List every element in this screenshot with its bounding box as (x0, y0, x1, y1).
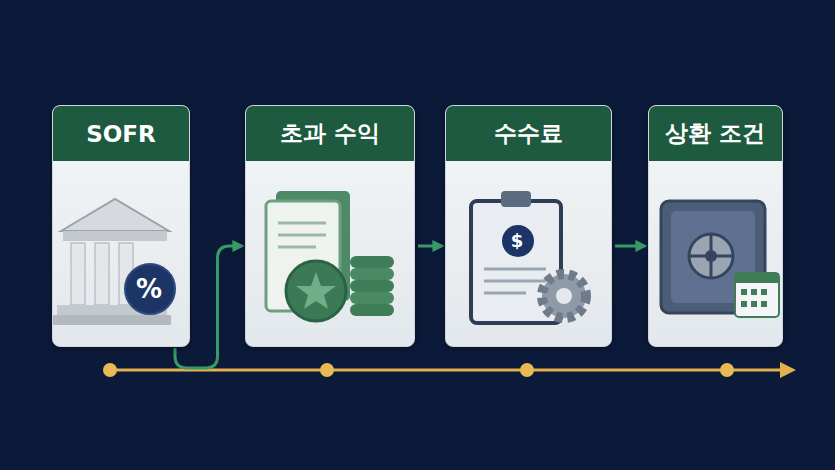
card-title: 상환 조건 (665, 118, 765, 149)
bank-illustration (53, 161, 190, 347)
icon-symbol: % (136, 274, 162, 304)
safe-illustration (649, 161, 783, 347)
flow-arrow (615, 245, 645, 248)
step-card: 상환 조건 (648, 105, 783, 347)
timeline-dot (320, 363, 334, 377)
card-header: 수수료 (446, 106, 611, 161)
card-header: SOFR (53, 106, 189, 161)
step-card: SOFR (52, 105, 190, 347)
card-title: 초과 수익 (280, 118, 380, 149)
returns-illustration (246, 161, 415, 347)
card-title: 수수료 (494, 118, 563, 149)
timeline-dot (520, 363, 534, 377)
card-header: 상환 조건 (649, 106, 782, 161)
timeline-dot (720, 363, 734, 377)
timeline-arrowhead (780, 362, 796, 378)
flow-arrow (418, 245, 442, 248)
step-card: 수수료 (445, 105, 612, 347)
card-title: SOFR (86, 121, 156, 147)
timeline-dot (103, 363, 117, 377)
step-card: 초과 수익 (245, 105, 415, 347)
timeline-line (110, 369, 782, 372)
fee-illustration (446, 161, 612, 347)
icon-symbol: $ (511, 230, 524, 251)
card-header: 초과 수익 (246, 106, 414, 161)
